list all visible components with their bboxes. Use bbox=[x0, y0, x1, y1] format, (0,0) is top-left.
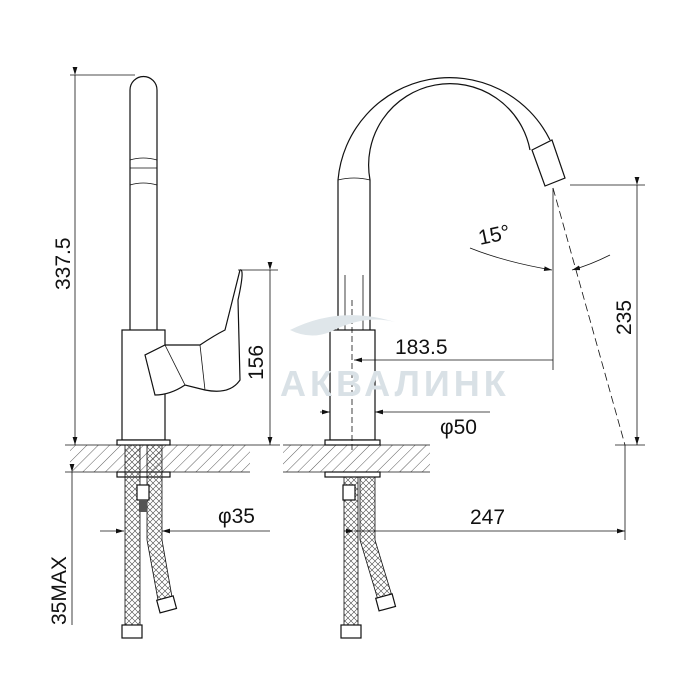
handle-lever bbox=[144, 269, 243, 396]
dim-hole-diameter: φ35 bbox=[218, 505, 255, 528]
dim-spout-angle: 15° bbox=[476, 221, 512, 250]
watermark-text: АКВАЛИНК bbox=[280, 363, 510, 404]
dim-spout-height: 235 bbox=[613, 300, 636, 335]
hose-nut bbox=[121, 624, 143, 639]
dim-base-diameter: φ50 bbox=[440, 416, 477, 439]
faucet-body-front bbox=[329, 329, 376, 441]
spout-tube-side bbox=[129, 75, 158, 330]
dim-handle-height: 156 bbox=[245, 345, 268, 380]
gooseneck-inner bbox=[368, 83, 531, 330]
side-view: 337.5 156 35MAX φ35 bbox=[48, 67, 280, 639]
water-stream-line bbox=[552, 187, 626, 446]
supply-hose-left bbox=[124, 444, 141, 626]
gooseneck-outer bbox=[337, 77, 551, 330]
dim-under-counter: 35MAX bbox=[48, 556, 71, 625]
dim-total-reach: 247 bbox=[470, 506, 505, 529]
dim-spout-reach: 183.5 bbox=[395, 336, 448, 359]
spout-tip bbox=[531, 139, 566, 187]
dim-total-height: 337.5 bbox=[52, 237, 75, 290]
countertop-right bbox=[283, 445, 430, 472]
watermark-logo: АКВАЛИНК bbox=[280, 315, 510, 404]
front-view: 183.5 φ50 235 247 15° bbox=[283, 77, 645, 639]
stud-nut bbox=[136, 484, 150, 501]
